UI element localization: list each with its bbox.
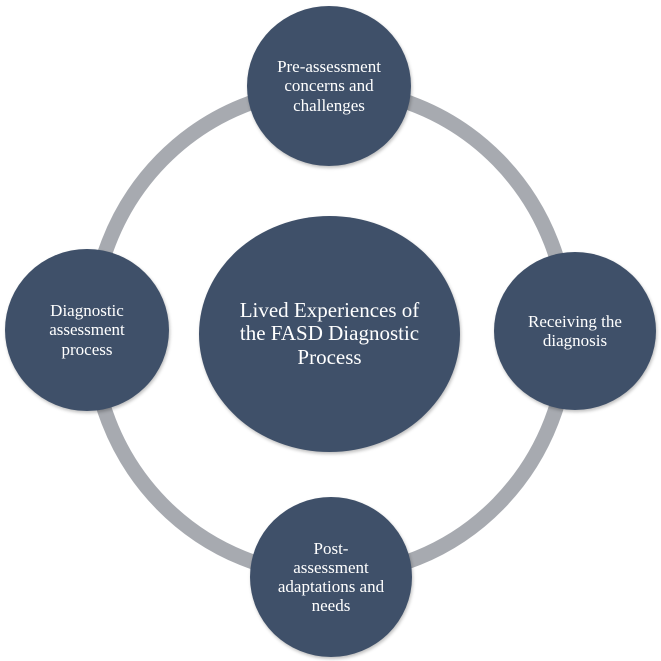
node-post-assessment: Post-assessment adaptations and needs: [250, 497, 412, 657]
node-diagnostic-assessment: Diagnostic assessment process: [5, 249, 169, 411]
node-receiving-diagnosis-label: Receiving the diagnosis: [528, 311, 622, 350]
node-pre-assessment-label: Pre-assessment concerns and challenges: [277, 57, 381, 115]
center-node-label: Lived Experiences of the FASD Diagnostic…: [239, 297, 420, 369]
node-pre-assessment: Pre-assessment concerns and challenges: [247, 6, 411, 166]
node-receiving-diagnosis: Receiving the diagnosis: [494, 252, 656, 410]
node-diagnostic-assessment-label: Diagnostic assessment process: [49, 301, 125, 359]
node-post-assessment-label: Post-assessment adaptations and needs: [277, 538, 385, 616]
center-node: Lived Experiences of the FASD Diagnostic…: [199, 216, 460, 452]
